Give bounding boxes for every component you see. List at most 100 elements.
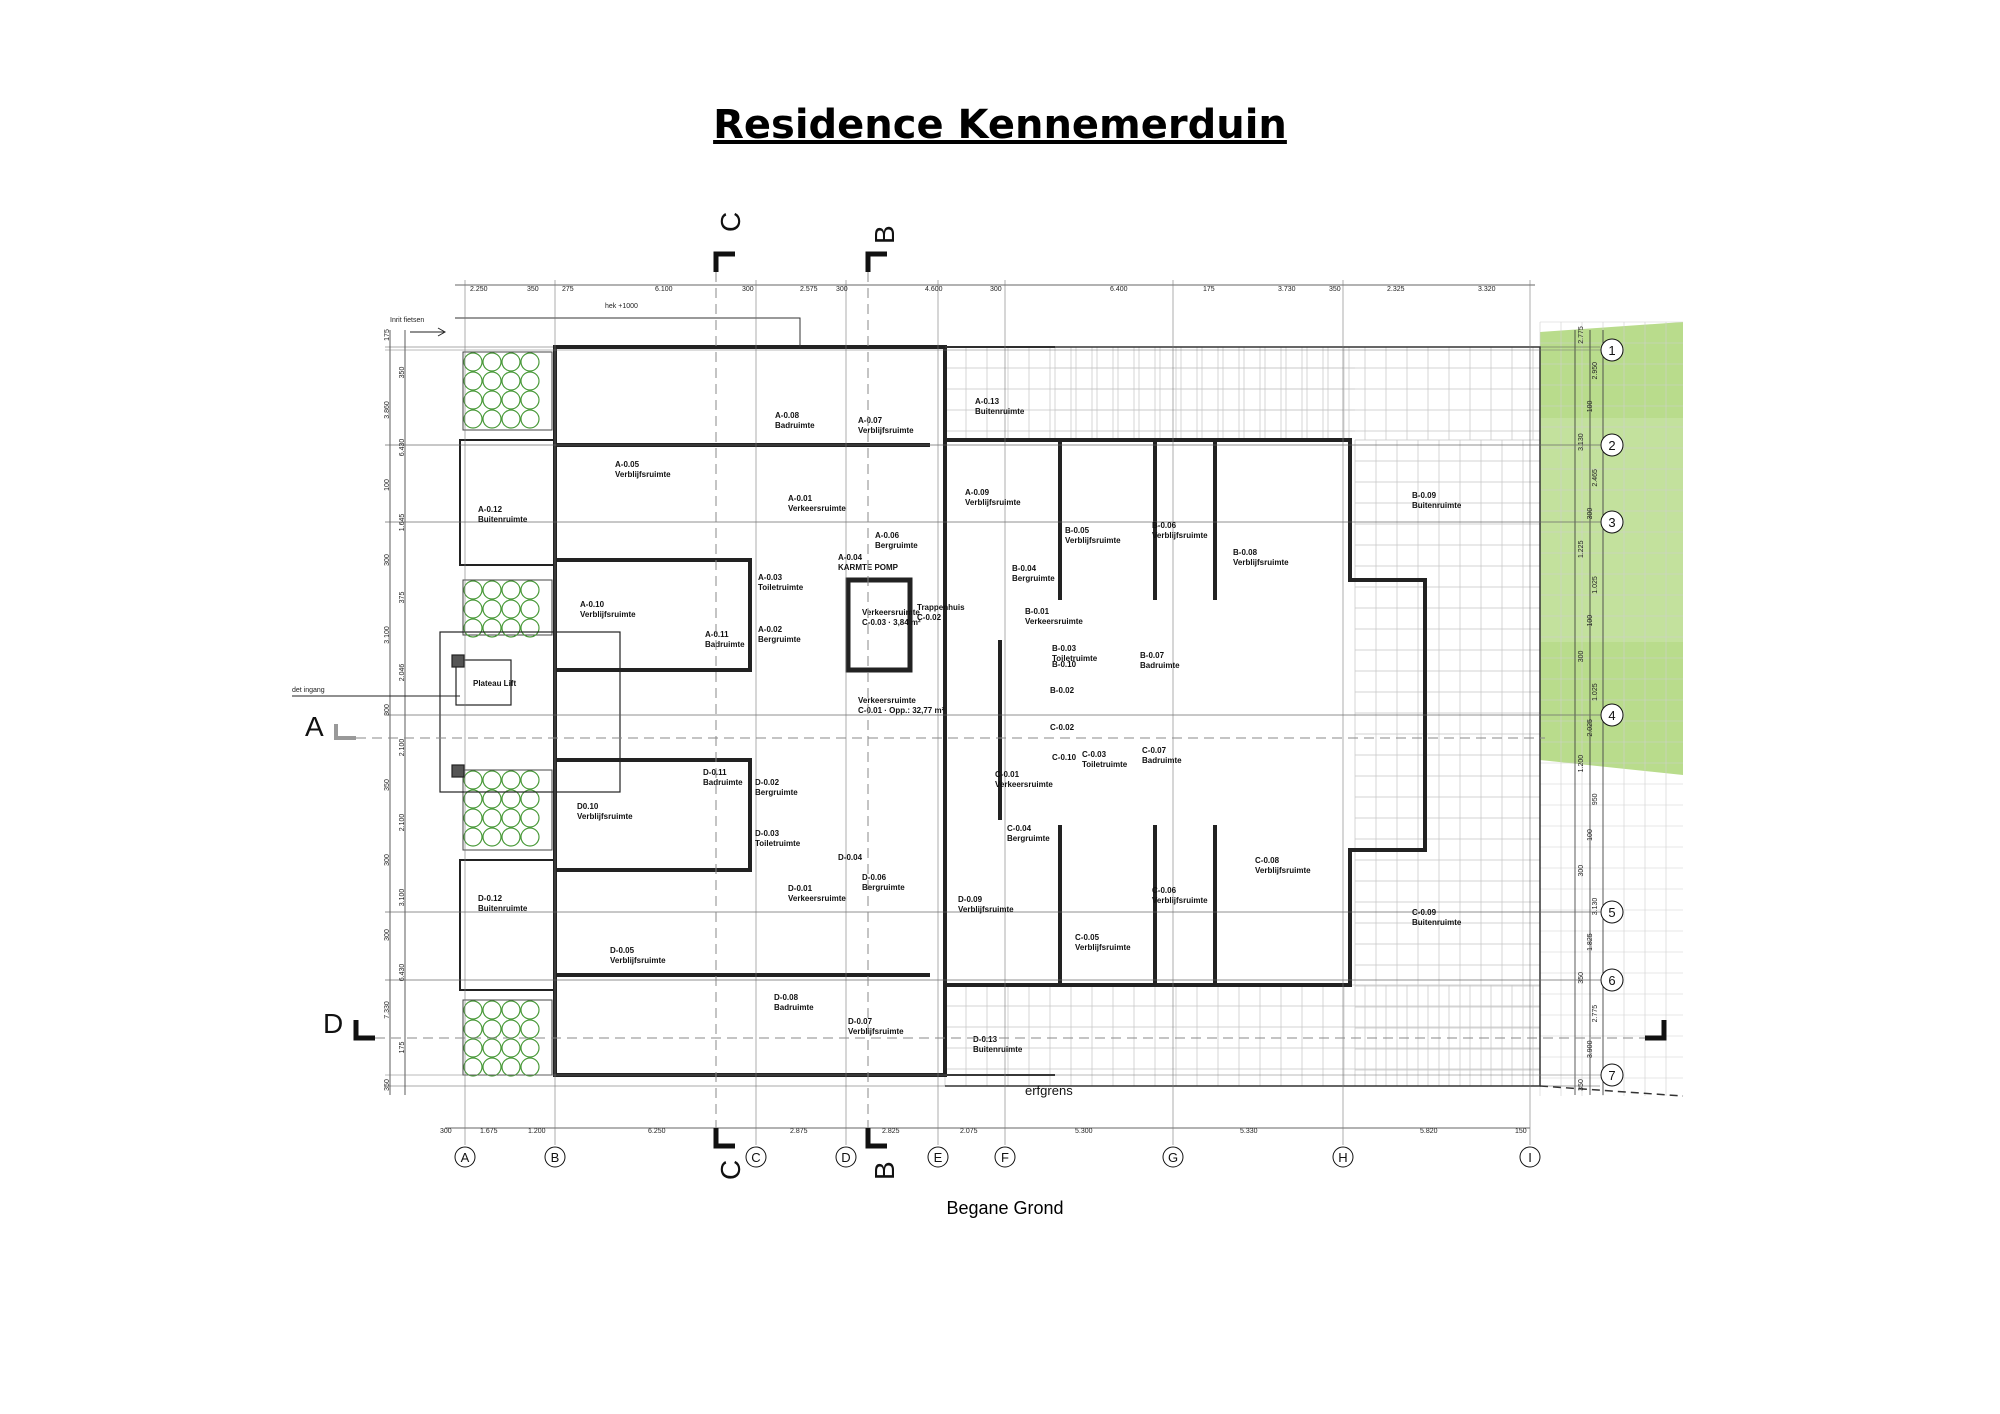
dimension-top: 2.325 — [1387, 286, 1405, 293]
room-code: C-0.06 — [1152, 886, 1177, 895]
dimension-bottom: 2.875 — [790, 1128, 808, 1135]
note-erfgrens: erfgrens — [1025, 1083, 1073, 1098]
room-code: D-0.09 — [958, 895, 983, 904]
room-name: Buitenruimte — [1412, 501, 1462, 510]
room-code: Verkeersruimte — [858, 696, 916, 705]
room-name: Verblijfsruimte — [958, 905, 1014, 914]
axis-label: E — [934, 1150, 943, 1165]
axis-label: 5 — [1608, 905, 1615, 920]
plot-boundary — [455, 317, 1684, 1097]
room-code: B-0.07 — [1140, 651, 1165, 660]
tree-icon — [482, 1019, 502, 1039]
room-name: Verblijfsruimte — [1152, 531, 1208, 540]
tree-icon — [463, 371, 483, 391]
tree-icon — [463, 599, 483, 619]
room-code: B-0.10 — [1052, 660, 1077, 669]
room-code: D-0.05 — [610, 946, 635, 955]
tree-icon — [520, 371, 540, 391]
room-name: Toiletruimte — [755, 839, 801, 848]
tree-icon — [482, 808, 502, 828]
tree-icon — [520, 352, 540, 372]
dimension-left: 175 — [399, 1042, 406, 1054]
room-labels: A-0.05VerblijfsruimteA-0.08BadruimteA-0.… — [478, 397, 1462, 1054]
room-name: Toiletruimte — [758, 583, 804, 592]
tree-icon — [482, 618, 502, 638]
room-name: Bergruimte — [755, 788, 798, 797]
room-name: Toiletruimte — [1052, 654, 1098, 663]
room-code: A-0.02 — [758, 625, 783, 634]
dimension-bottom: 2.825 — [882, 1128, 900, 1135]
axis-label: 4 — [1608, 708, 1615, 723]
dimension-right: 1.825 — [1587, 933, 1594, 951]
room-name: Verblijfsruimte — [1152, 896, 1208, 905]
room-code: A-0.08 — [775, 411, 800, 420]
dimension-top: 300 — [990, 286, 1002, 293]
dimension-right: 3.900 — [1587, 1040, 1594, 1058]
dimension-right: 2.465 — [1592, 469, 1599, 487]
room-name: Verblijfsruimte — [848, 1027, 904, 1036]
tree-icon — [482, 1057, 502, 1077]
axis-label: C — [751, 1150, 760, 1165]
room-name: Bergruimte — [875, 541, 918, 550]
tree-icon — [501, 827, 521, 847]
room-code: C-0.08 — [1255, 856, 1280, 865]
dimension-left: 3.100 — [399, 889, 406, 907]
note-plateau-lift: Plateau Lift — [473, 679, 516, 688]
axis-bubble — [1600, 1063, 1624, 1087]
room-code: D-0.11 — [703, 768, 727, 777]
room-name: Verblijfsruimte — [1075, 943, 1131, 952]
dimension-left: 100 — [384, 479, 391, 491]
axis-label: H — [1338, 1150, 1347, 1165]
dimension-top: 350 — [1329, 286, 1341, 293]
dimension-bottom: 300 — [440, 1128, 452, 1135]
dimension-top: 300 — [742, 286, 754, 293]
plan-caption: Begane Grond — [946, 1198, 1064, 1218]
dimension-left: 6.430 — [399, 964, 406, 982]
room-code: B-0.05 — [1065, 526, 1090, 535]
section-marker-b-bottom: B — [869, 1161, 900, 1180]
dimension-right: 1.025 — [1592, 576, 1599, 594]
room-name: C-0.01 · Opp.: 32,77 m² — [858, 706, 945, 715]
tree-icon — [501, 789, 521, 809]
room-code: Trappenhuis — [917, 603, 965, 612]
dimension-right: 3.130 — [1592, 898, 1599, 916]
room-code: B-0.02 — [1050, 686, 1075, 695]
dimension-right: 1.200 — [1578, 755, 1585, 773]
room-code: C-0.04 — [1007, 824, 1032, 833]
dimension-bottom: 5.330 — [1240, 1128, 1258, 1135]
room-code: A-0.10 — [580, 600, 605, 609]
dimension-left: 350 — [399, 367, 406, 379]
axis-bubble — [1600, 433, 1624, 457]
room-name: Verkeersruimte — [788, 504, 846, 513]
room-code: Verkeersruimte — [862, 608, 920, 617]
dimension-left: 1.645 — [399, 514, 406, 532]
dimension-right: 350 — [1578, 972, 1585, 984]
dimension-left: 175 — [384, 329, 391, 341]
room-code: A-0.12 — [478, 505, 503, 514]
axis-label: 6 — [1608, 973, 1615, 988]
room-name: Buitenruimte — [478, 904, 528, 913]
tree-icon — [463, 1019, 483, 1039]
tree-icon — [501, 1057, 521, 1077]
room-code: A-0.01 — [788, 494, 813, 503]
dimension-top: 4.600 — [925, 286, 943, 293]
axis-label: 1 — [1608, 343, 1615, 358]
room-code: B-0.04 — [1012, 564, 1037, 573]
tree-icon — [463, 580, 483, 600]
dimension-top: 2.575 — [800, 286, 818, 293]
section-marker-d: D — [323, 1008, 343, 1039]
tree-icon — [463, 352, 483, 372]
tree-icon — [463, 1057, 483, 1077]
dimension-left: 300 — [384, 929, 391, 941]
dimension-right: 350 — [1578, 1079, 1585, 1091]
room-name: Badruimte — [703, 778, 743, 787]
room-name: Bergruimte — [1012, 574, 1055, 583]
axis-bubble — [1600, 510, 1624, 534]
room-code: D-0.01 — [788, 884, 813, 893]
dimension-top: 6.400 — [1110, 286, 1128, 293]
dimension-top: 6.100 — [655, 286, 673, 293]
room-code: D-0.04 — [838, 853, 863, 862]
axis-label: A — [461, 1150, 470, 1165]
room-name: Buitenruimte — [1412, 918, 1462, 927]
